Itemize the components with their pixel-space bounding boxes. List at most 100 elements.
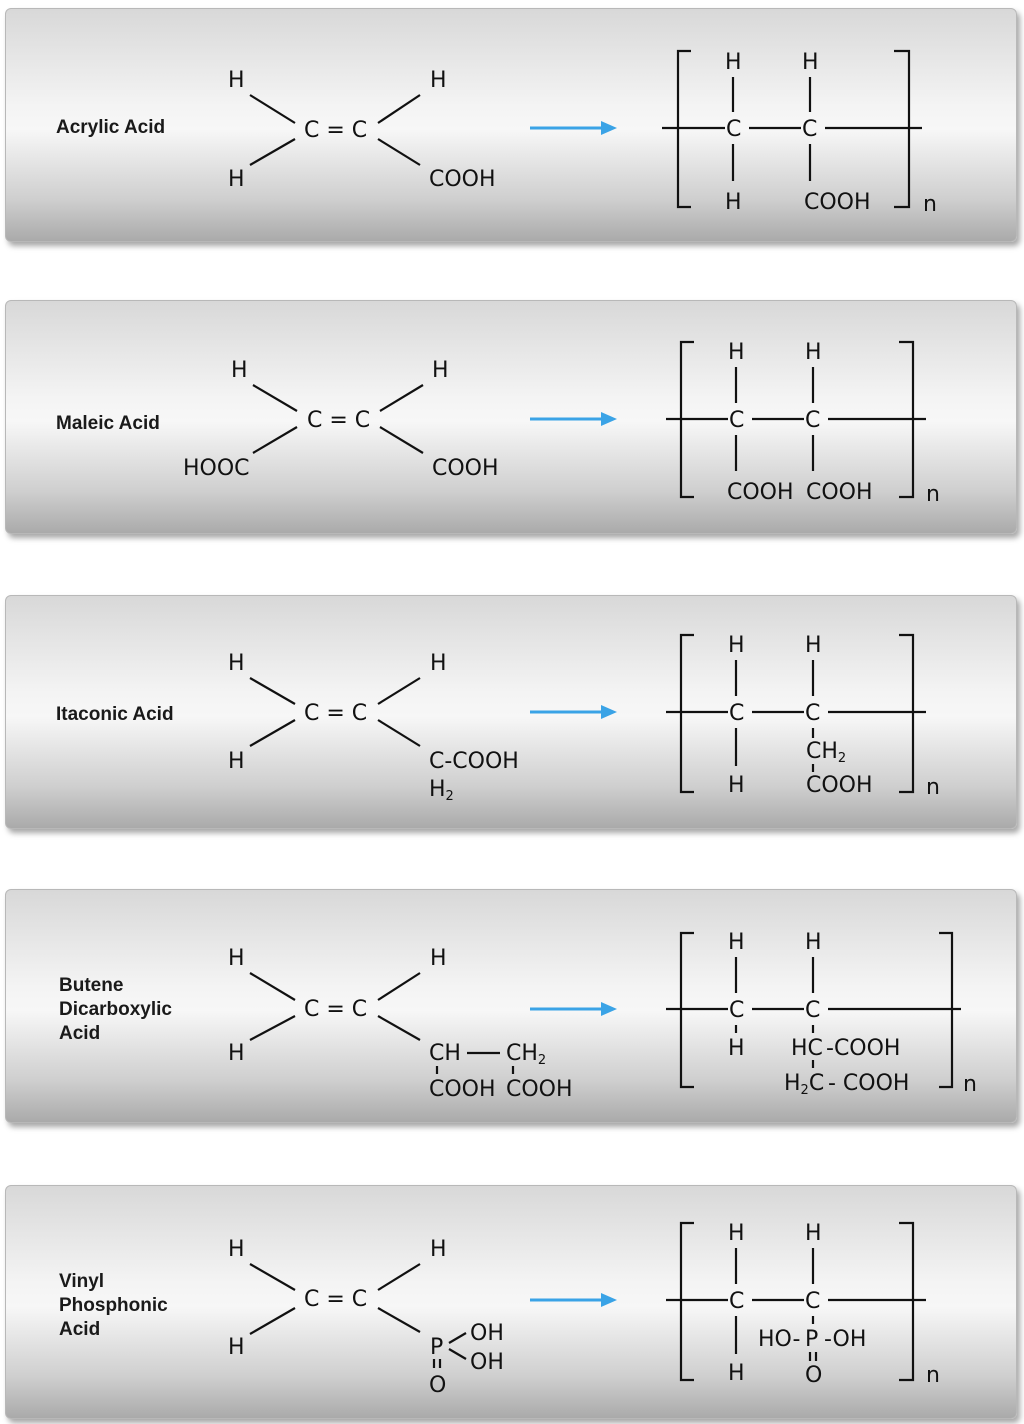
double-bond: C = C bbox=[304, 118, 367, 143]
bond bbox=[379, 426, 424, 454]
arrow-head-icon bbox=[601, 121, 617, 135]
bond bbox=[249, 677, 296, 705]
atom-h: H bbox=[228, 749, 245, 774]
group-oh: OH bbox=[470, 1350, 504, 1375]
group-cooh: - COOH bbox=[828, 1071, 909, 1096]
atom-c: C bbox=[805, 1289, 820, 1314]
group-ch2: CH2 bbox=[506, 1041, 546, 1068]
atom-h: H bbox=[228, 1335, 245, 1360]
monomer-name-line: Acid bbox=[59, 1319, 100, 1340]
group-cooh: COOH bbox=[727, 480, 794, 505]
panel-itaconic-acid: Itaconic Acid H H C = C H C-COOH H2 C C … bbox=[5, 595, 1017, 829]
atom-o: O bbox=[805, 1363, 822, 1388]
panel-maleic-acid: Maleic Acid H HOOC C = C H COOH C C H H … bbox=[5, 300, 1017, 534]
right-bracket bbox=[899, 633, 915, 794]
bond bbox=[377, 1307, 421, 1333]
bond bbox=[249, 1015, 296, 1041]
group-cooh: COOH bbox=[432, 456, 499, 481]
panel-vinyl-phosphonic-acid: Vinyl Phosphonic Acid H H C = C H P OH O… bbox=[5, 1185, 1017, 1419]
atom-c: C bbox=[729, 1289, 744, 1314]
bond bbox=[252, 426, 298, 454]
panel-butene-dicarboxylic-acid: Butene Dicarboxylic Acid H H C = C H CH … bbox=[5, 889, 1017, 1123]
repeat-n: n bbox=[923, 192, 937, 217]
group-c-cooh: C-COOH bbox=[429, 749, 519, 774]
double-bond: C = C bbox=[304, 1287, 367, 1312]
double-bond: C = C bbox=[304, 701, 367, 726]
bond bbox=[377, 677, 421, 705]
atom-h: H bbox=[728, 633, 745, 658]
group-h2c: H2C bbox=[784, 1071, 824, 1098]
atom-h: H bbox=[805, 340, 822, 365]
atom-c: C bbox=[729, 998, 744, 1023]
atom-h: H bbox=[725, 190, 742, 215]
group-oh: OH bbox=[470, 1321, 504, 1346]
monomer-name-line: Dicarboxylic bbox=[59, 999, 172, 1020]
atom-h: H bbox=[728, 1036, 745, 1061]
atom-h: H bbox=[728, 1361, 745, 1386]
atom-h: H bbox=[228, 946, 245, 971]
atom-h: H bbox=[228, 167, 245, 192]
atom-h: H bbox=[231, 358, 248, 383]
reaction-diagram: Butene Dicarboxylic Acid H H C = C H CH … bbox=[59, 930, 977, 1102]
bond bbox=[249, 719, 296, 747]
repeat-n: n bbox=[926, 1363, 940, 1388]
atom-h: H bbox=[805, 633, 822, 658]
bond bbox=[377, 719, 421, 747]
atom-h: H bbox=[430, 946, 447, 971]
atom-c: C bbox=[726, 117, 741, 142]
atom-h: H bbox=[805, 930, 822, 955]
atom-h: H bbox=[725, 50, 742, 75]
right-bracket bbox=[899, 1221, 915, 1382]
atom-h: H bbox=[430, 1237, 447, 1262]
monomer-name: Itaconic Acid bbox=[56, 704, 174, 725]
arrow-head-icon bbox=[601, 412, 617, 426]
atom-c: C bbox=[805, 408, 820, 433]
group-ho: HO- bbox=[758, 1327, 800, 1352]
monomer-name: Maleic Acid bbox=[56, 413, 160, 434]
atom-h: H bbox=[432, 358, 449, 383]
atom-h: H bbox=[228, 68, 245, 93]
bond bbox=[252, 384, 298, 412]
repeat-n: n bbox=[926, 482, 940, 507]
monomer-name-line: Vinyl bbox=[59, 1271, 104, 1292]
reaction-diagram: Acrylic Acid H H C = C H COOH C C H H H … bbox=[56, 49, 937, 217]
atom-c: C bbox=[805, 701, 820, 726]
reaction-diagram: Itaconic Acid H H C = C H C-COOH H2 C C … bbox=[56, 633, 940, 804]
bond bbox=[249, 1307, 296, 1335]
group-cooh: COOH bbox=[806, 773, 873, 798]
atom-h: H bbox=[228, 1237, 245, 1262]
atom-h: H bbox=[728, 773, 745, 798]
bond bbox=[377, 972, 421, 1001]
atom-c: C bbox=[729, 408, 744, 433]
monomer-name-line: Acid bbox=[59, 1023, 100, 1044]
group-hooc: HOOC bbox=[183, 456, 250, 481]
bond bbox=[377, 1263, 421, 1291]
atom-h: H bbox=[430, 68, 447, 93]
atom-p: P bbox=[430, 1335, 443, 1360]
arrow-head-icon bbox=[601, 705, 617, 719]
monomer-name: Acrylic Acid bbox=[56, 117, 165, 138]
group-ch: CH bbox=[429, 1041, 461, 1066]
bond bbox=[448, 1348, 467, 1360]
panel-acrylic-acid: Acrylic Acid H H C = C H COOH C C H H H … bbox=[5, 8, 1017, 242]
atom-h: H bbox=[228, 1041, 245, 1066]
atom-c: C bbox=[805, 998, 820, 1023]
atom-o: O bbox=[429, 1373, 446, 1398]
monomer-name-line: Phosphonic bbox=[59, 1295, 168, 1316]
atom-c: C bbox=[802, 117, 817, 142]
atom-h: H bbox=[728, 1221, 745, 1246]
bond bbox=[249, 138, 296, 166]
double-bond: C = C bbox=[304, 997, 367, 1022]
left-bracket bbox=[679, 633, 694, 794]
left-bracket bbox=[679, 1221, 694, 1382]
atom-c: C bbox=[729, 701, 744, 726]
group-cooh: -COOH bbox=[826, 1036, 900, 1061]
group-ch2: CH2 bbox=[806, 739, 846, 766]
bond bbox=[379, 384, 424, 412]
reaction-diagram: Maleic Acid H HOOC C = C H COOH C C H H … bbox=[56, 340, 940, 507]
atom-h: H bbox=[805, 1221, 822, 1246]
group-cooh: COOH bbox=[429, 1077, 496, 1102]
atom-h: H bbox=[802, 50, 819, 75]
bond bbox=[377, 94, 421, 124]
atom-p: P bbox=[805, 1327, 818, 1352]
